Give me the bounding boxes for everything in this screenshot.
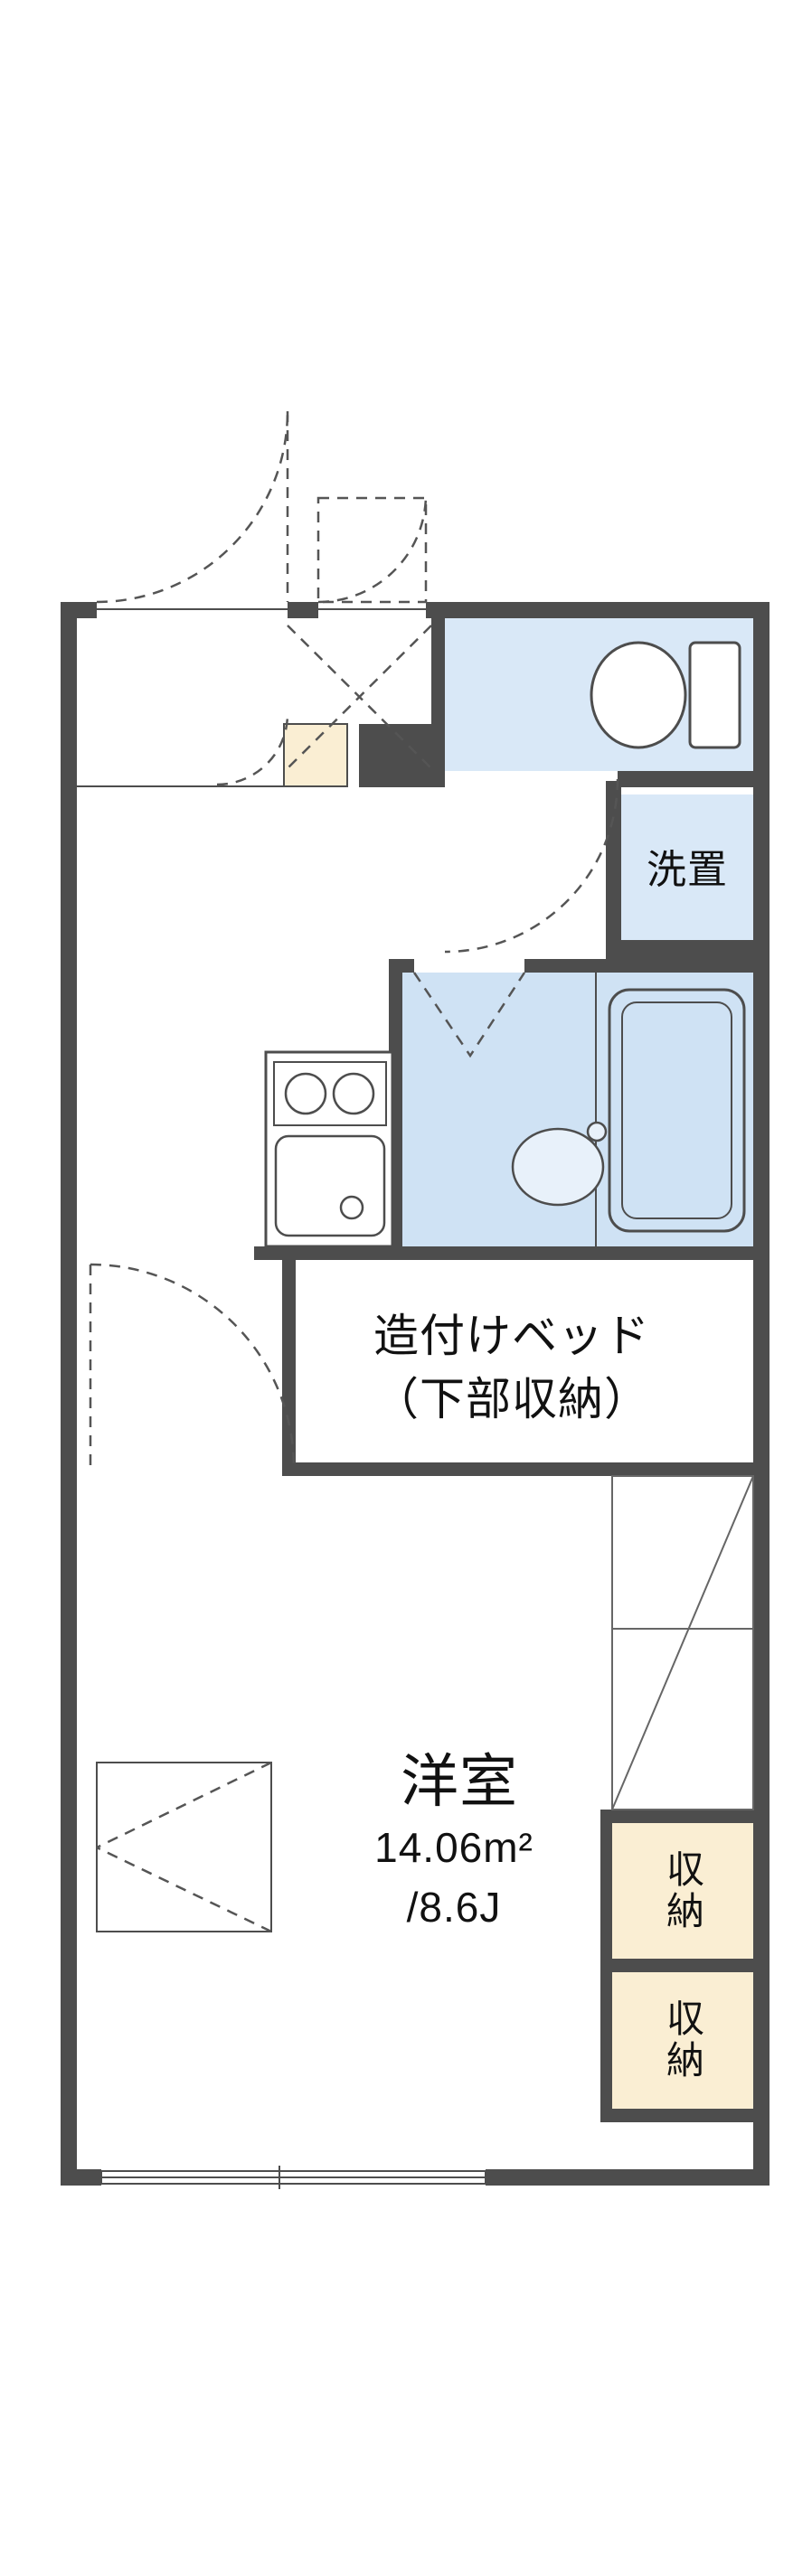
laundry-room-floor	[621, 794, 753, 940]
basin-bowl	[511, 1127, 605, 1207]
entrance-door-arc	[96, 410, 289, 604]
stove-top	[273, 1061, 387, 1126]
toilet-icon	[590, 641, 741, 749]
stove-burner-right	[332, 1072, 375, 1115]
partition-lines	[77, 608, 597, 1246]
genkan-small-arc	[216, 713, 289, 786]
room-name-label: 洋室	[401, 1749, 518, 1814]
room-door-swing-arc	[90, 1263, 296, 1469]
closet-diagonal-line	[611, 1475, 754, 1810]
storage-top-floor	[612, 1823, 753, 1959]
bed-label-line1: 造付けベッド	[373, 1311, 650, 1361]
bathtub-outer	[608, 988, 746, 1233]
shoe-cabinet	[283, 723, 348, 787]
window-symbol-bottom	[100, 2166, 486, 2189]
window-swing-line-top	[96, 1761, 272, 1849]
bath-folding-door	[412, 972, 526, 1058]
window-box	[96, 1762, 272, 1932]
basin-faucet	[586, 1121, 608, 1142]
sink-faucet	[339, 1195, 364, 1220]
storage-top-label: 収納	[661, 1849, 704, 1932]
window-symbol-left	[96, 1761, 272, 1933]
bathtub-icon	[608, 988, 746, 1233]
sink-icon	[274, 1134, 386, 1237]
toilet-bowl	[590, 641, 687, 749]
storage-bottom-label: 収納	[661, 1998, 704, 2082]
room-area-label: 14.06m²	[374, 1824, 533, 1871]
sink-basin	[274, 1134, 386, 1237]
toilet-door-arc	[444, 778, 619, 954]
stove-icon	[273, 1061, 387, 1126]
wash-basin-icon	[511, 1121, 608, 1207]
entrance-arc	[96, 410, 289, 604]
room-tatami-label: /8.6J	[406, 1884, 502, 1931]
laundry-label: 洗置	[647, 848, 728, 892]
inner-door-arc	[317, 494, 428, 604]
genkan-crossing-doors	[216, 625, 432, 786]
closet-column	[611, 1475, 754, 1810]
stove-burner-left	[284, 1072, 327, 1115]
window-swing-line-bottom	[96, 1846, 272, 1933]
toilet-tank	[688, 641, 741, 749]
kitchen-counter	[264, 1050, 394, 1248]
inner-door-panel	[316, 496, 428, 604]
bathtub-inner	[621, 1001, 732, 1219]
walls	[61, 602, 770, 2186]
room-door-arc	[89, 1263, 296, 1469]
bed-label-line2: （下部収納）	[373, 1374, 650, 1424]
storage-bottom-floor	[612, 1972, 753, 2109]
genkan-swing-line-2	[287, 625, 432, 769]
entrance-inner-door	[316, 494, 428, 604]
